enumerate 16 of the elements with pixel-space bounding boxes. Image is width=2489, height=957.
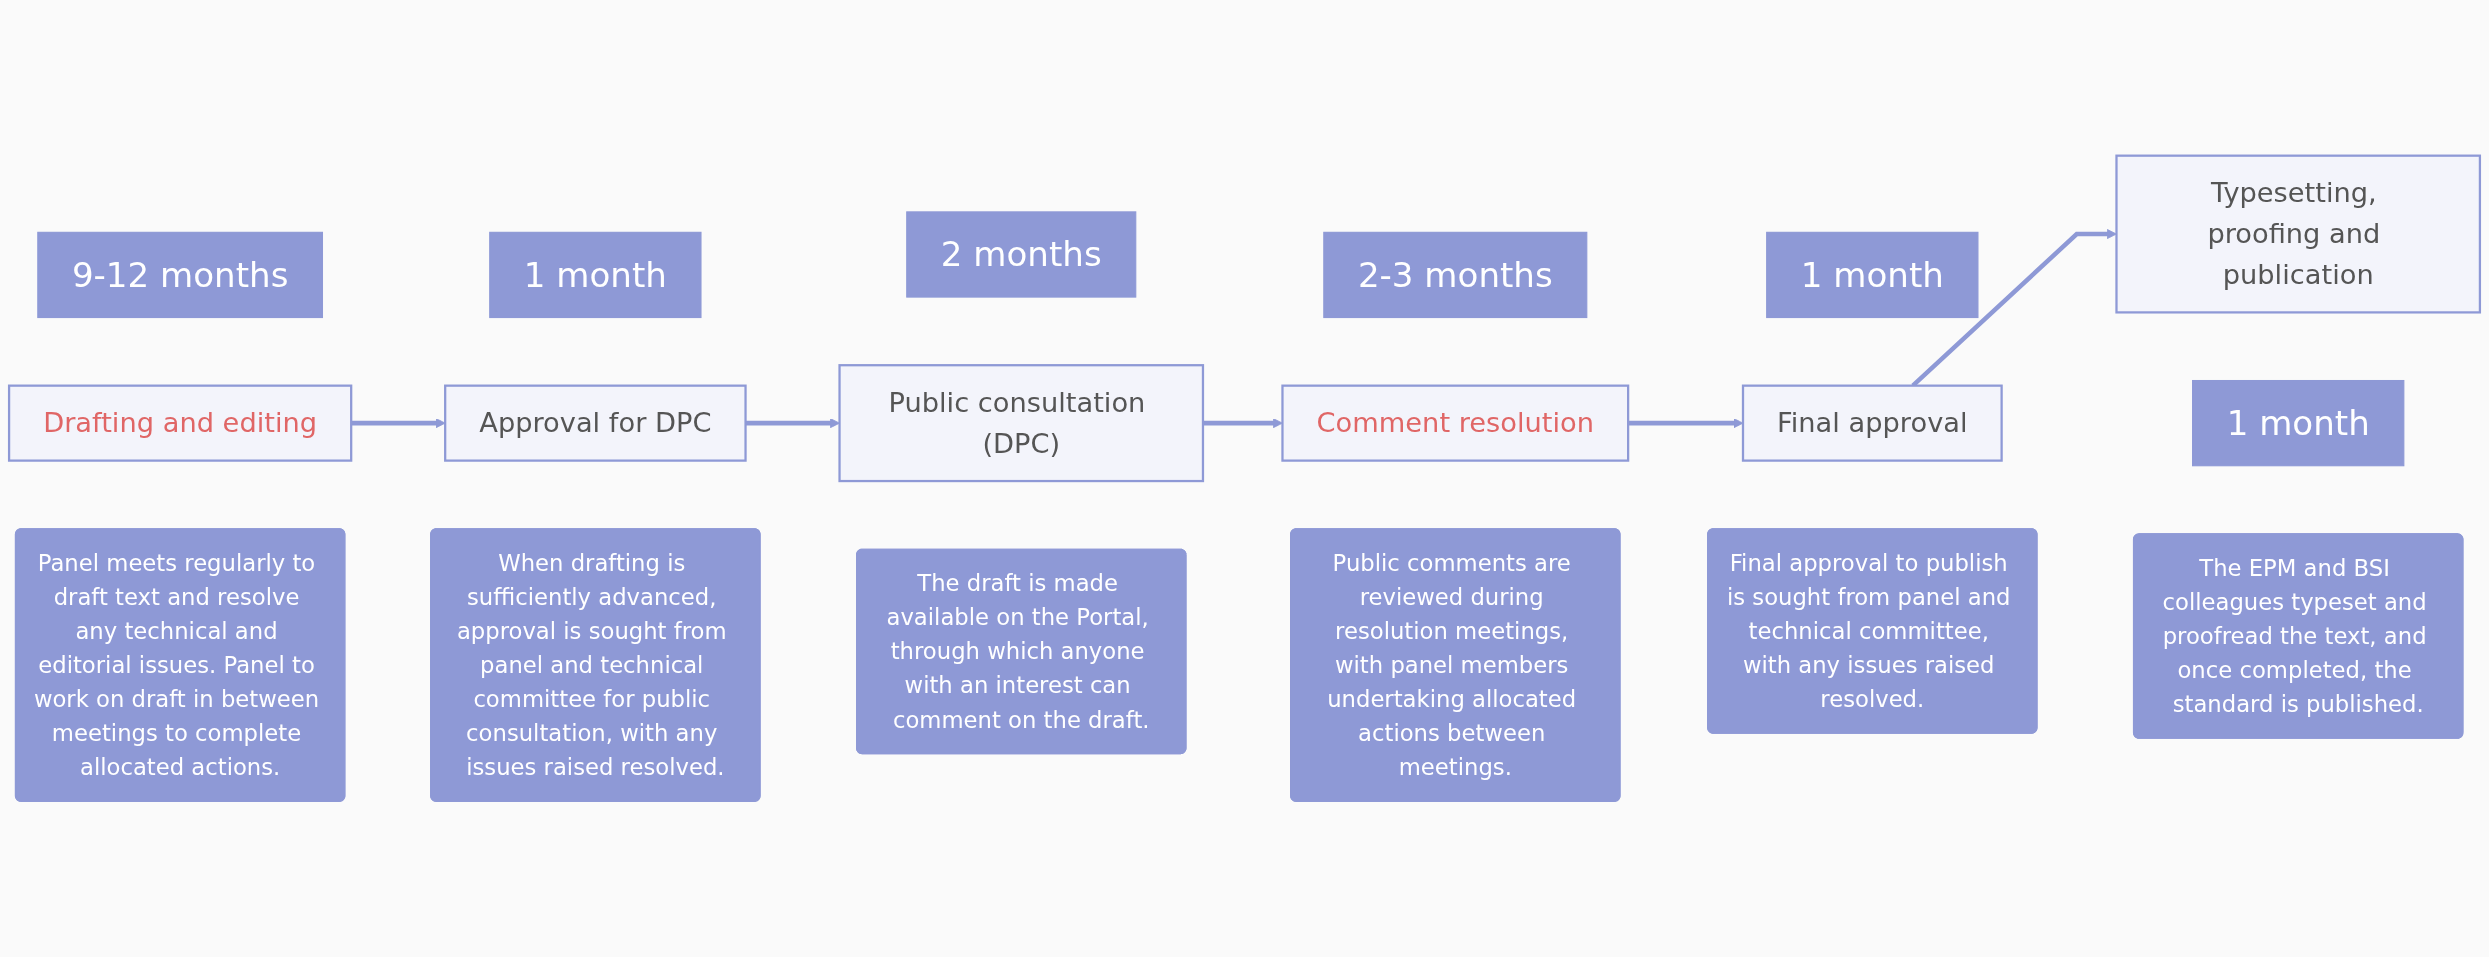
arrow [1628,418,1744,429]
node-box: 1 month [489,231,702,319]
node-box: 2 months [906,211,1137,298]
node-box: 2-3 months [1323,231,1588,319]
node-box: Comment resolution [1281,384,1630,462]
arrow [1202,418,1283,429]
node-box: Drafting and editing [7,384,353,462]
arrow [351,418,446,429]
node-box: Public consultation (DPC) [838,364,1205,483]
node-box: 1 month [2192,379,2405,467]
node-box: Final approval [1741,384,2003,462]
node-box: Typesetting, proofing and publication [2115,154,2482,314]
node-box: 1 month [1766,231,1979,319]
node-box: 9-12 months [37,231,323,319]
arrow [745,418,840,429]
node-box: Approval for DPC [444,384,747,462]
